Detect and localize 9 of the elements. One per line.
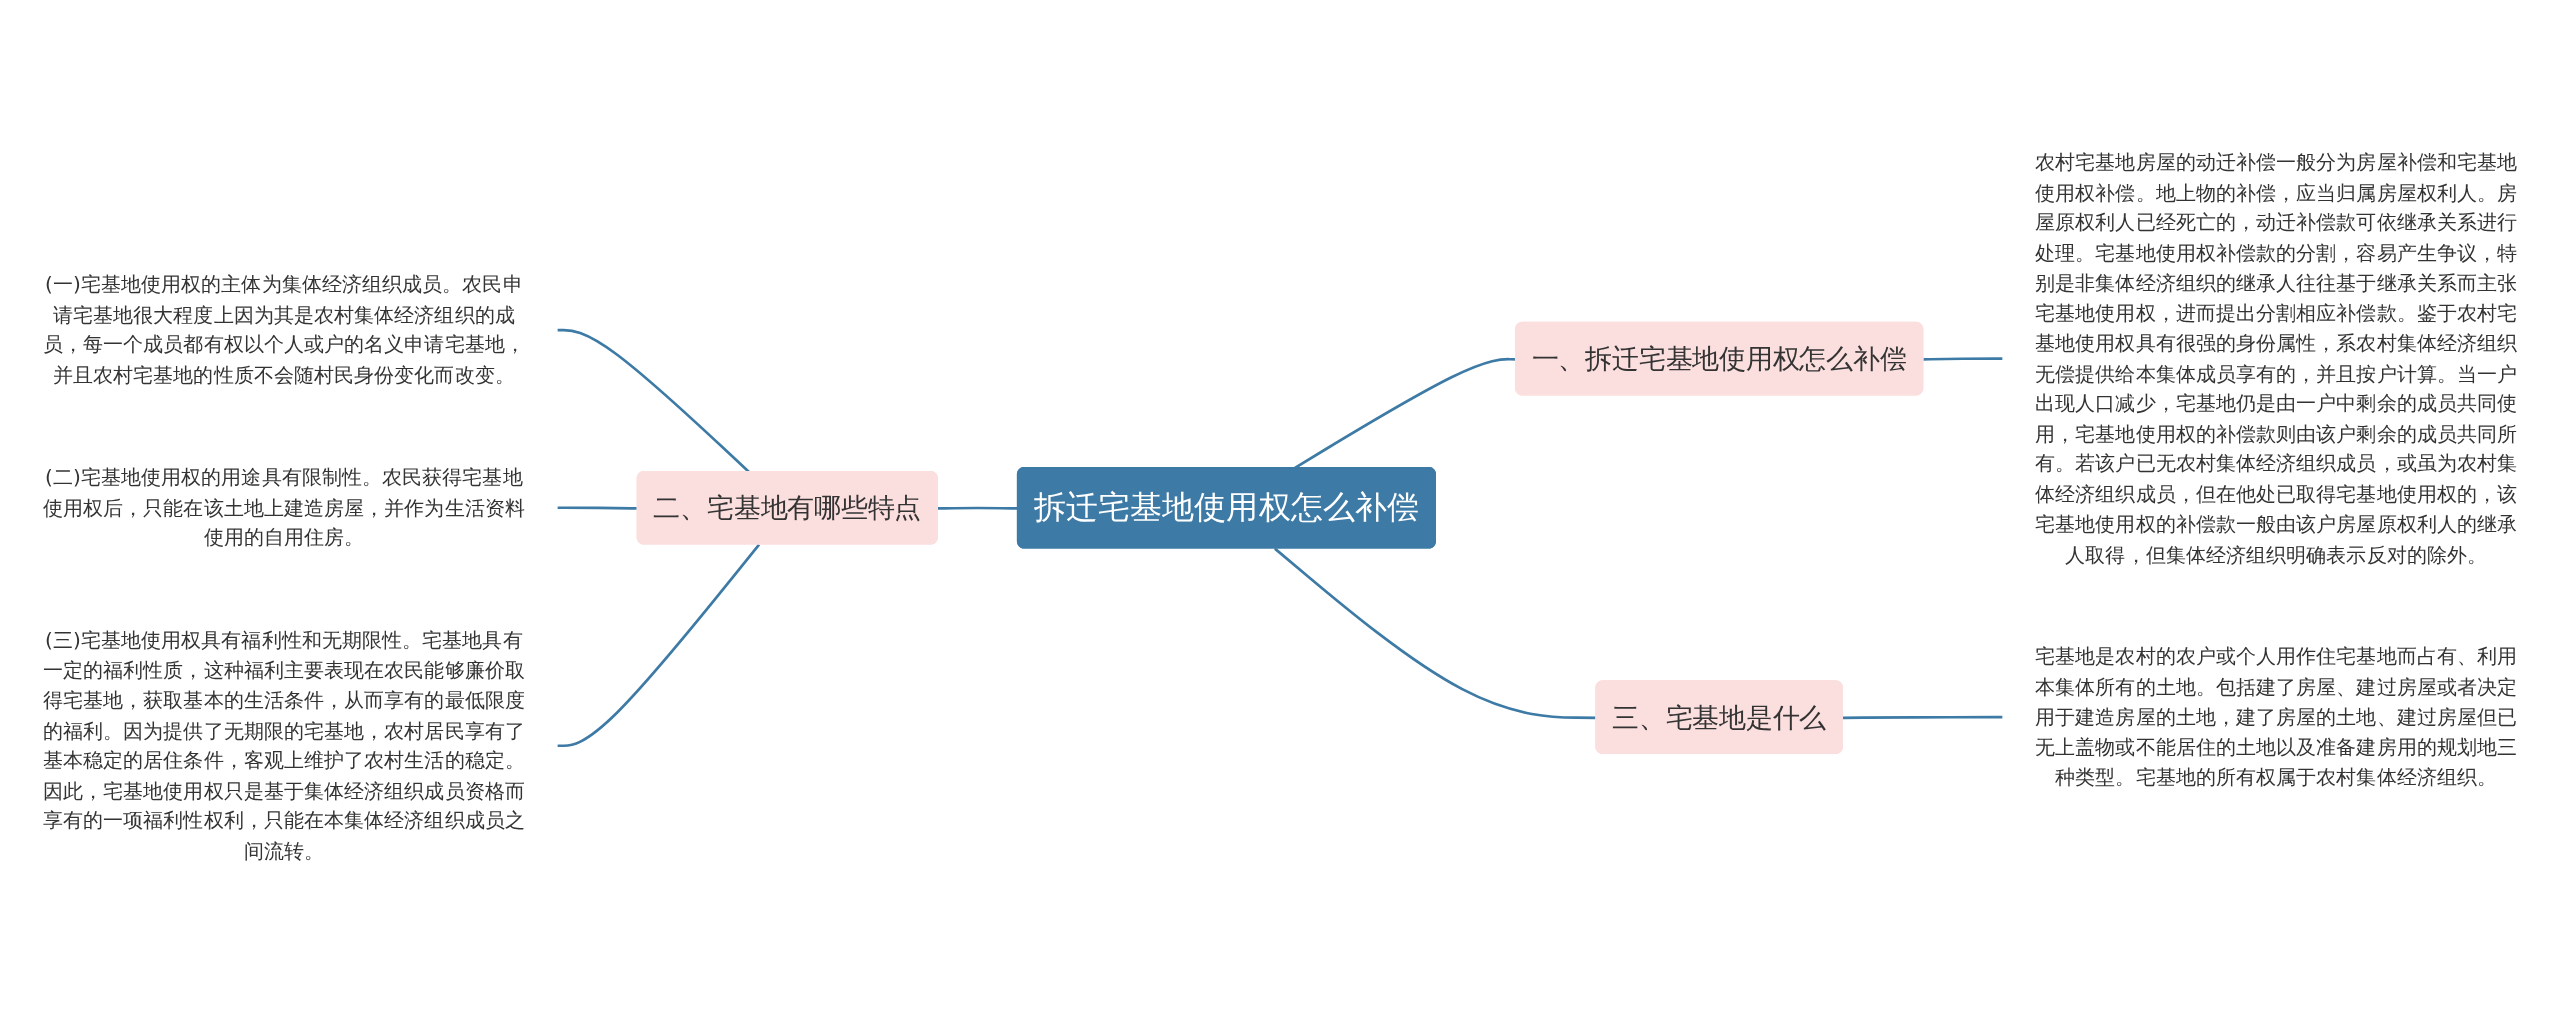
- node-text: (三)宅基地使用权具有福利性和无期限性。宅基地具有一定的福利性质，这种福利主要表现在农民能够廉价取得宅基地，获取基本的生活条件，从而享有的最低限度的福利。因为提供了无期限的宅基地，农村居民享有了基本稳定的居住条件，客观上维护了农村生活的稳定。因此，宅基地使用权只是基于集体经济组织成员资格而享有的一项福利性权利，只能在本集体经济组织成员之间流转。: [42, 627, 525, 863]
- connector: [1923, 357, 2003, 361]
- connector: [557, 543, 761, 748]
- node-text: 农村宅基地房屋的动迁补偿一般分为房屋补偿和宅基地使用权补偿。地上物的补偿，应当归属房屋权利人。房屋原权利人已经死亡的，动迁补偿款可依继承关系进行处理。宅基地使用权补偿款的分割，容易产生争议，特别是非集体经济组织的继承人往往基于继承关系而主张宅基地使用权，进而提出分割相应补偿款。鉴于农村宅基地使用权具有很强的身份属性，系农村集体经济组织无偿提供给本集体成员享有的，并且按户计算。当一户出现人口减少，宅基地仍是由一户中剩余的成员共同使用，宅基地使用权的补偿款则由该户剩余的成员共同所有。若该户已无农村集体经济组织成员，或虽为农村集体经济组织成员，但在他处已取得宅基地使用权的，该宅基地使用权的补偿款一般由该户房屋原权利人的继承人取得，但集体经济组织明确表示反对的除外。: [2035, 150, 2518, 567]
- node-text: (二)宅基地使用权的用途具有限制性。农民获得宅基地使用权后，只能在该土地上建造房屋，并作为生活资料使用的自用住房。: [42, 465, 525, 550]
- node-text: 宅基地是农村的农户或个人用作住宅基地而占有、利用本集体所有的土地。包括建了房屋、建过房屋或者决定用于建造房屋的土地，建了房屋的土地、建过房屋但已无上盖物或不能居住的土地以及准备建房用的规划地三种类型。宅基地的所有权属于农村集体经济组织。: [2035, 644, 2518, 790]
- connector: [1843, 715, 2003, 720]
- node-text: (一)宅基地使用权的主体为集体经济组织成员。农民申请宅基地很大程度上因为其是农村集体经济组织的成员，每一个成员都有权以个人或户的名义申请宅基地，并且农村宅基地的性质不会随村民身份变化而改变。: [42, 272, 525, 387]
- connector: [557, 506, 638, 510]
